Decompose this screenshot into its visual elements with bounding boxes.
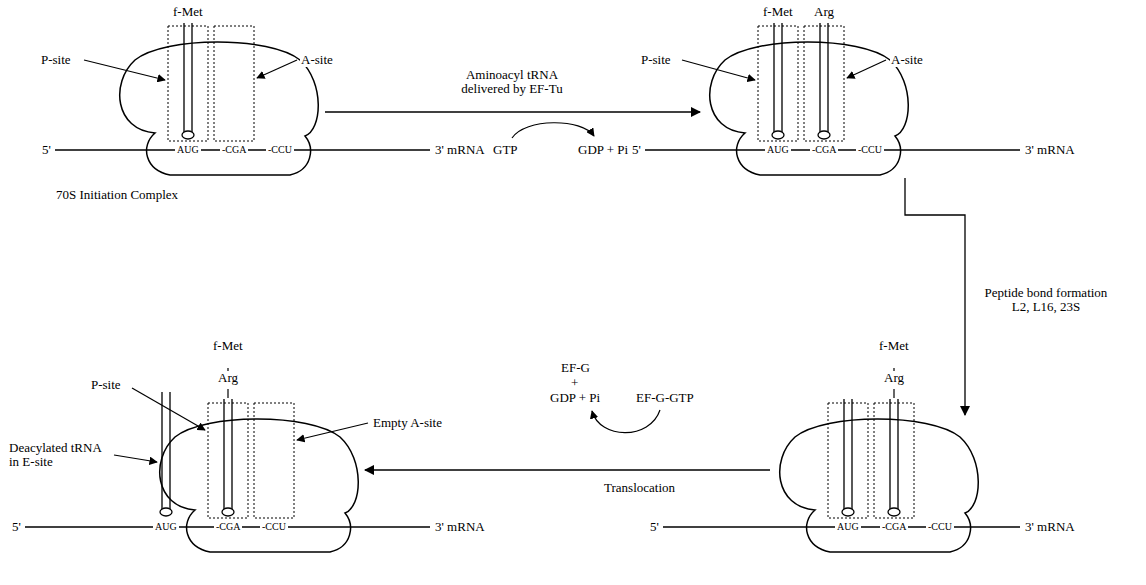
anticodon-loop <box>842 508 854 516</box>
leader-line <box>114 455 157 462</box>
trna <box>820 23 828 136</box>
site-label: Deacylated tRNA in E-site <box>8 441 110 469</box>
trna <box>890 399 898 513</box>
caption-text: 70S Initiation Complex <box>55 188 179 202</box>
codon: -CCU <box>260 521 288 533</box>
codon: -CCU <box>266 144 294 156</box>
codon: -CGA <box>880 521 908 533</box>
strand-end: 3' mRNA <box>434 520 486 534</box>
amino-acid: Arg <box>813 5 835 19</box>
anticodon-loop <box>818 131 830 139</box>
ribosome-outline <box>700 38 915 178</box>
ribosome-outline <box>770 415 985 555</box>
anticodon-loop <box>222 508 234 516</box>
trna <box>184 23 192 136</box>
codon: AUG <box>835 521 861 533</box>
trna <box>844 399 852 513</box>
reaction-arrow <box>325 111 700 112</box>
strand-end: 5' <box>649 520 660 534</box>
leader-line <box>84 60 165 80</box>
amino-acid: f-Met <box>172 5 204 19</box>
ribosome: AUG -CGA -CCU <box>110 38 325 178</box>
site-label: P-site <box>640 53 672 67</box>
anticodon-loop <box>160 508 172 516</box>
strand-end: 5' <box>631 143 642 157</box>
peptide-bond <box>893 389 894 398</box>
site-label: A-site <box>890 53 924 67</box>
factor-name: EF-G <box>560 361 591 375</box>
amino-acid: f-Met <box>212 339 244 353</box>
step-label: Peptide bond formation L2, L16, 23S <box>975 286 1117 314</box>
site-label: Empty A-site <box>372 416 443 430</box>
amino-acid: Arg <box>217 371 239 385</box>
codon: -CGA <box>810 144 838 156</box>
codon: -CCU <box>856 144 884 156</box>
gtp-curve <box>592 410 660 433</box>
ribosome: -CGA -CCU <box>150 415 365 555</box>
leader-line <box>847 60 886 78</box>
nucleotide: GDP + Pi <box>577 143 629 157</box>
site-label: P-site <box>40 53 72 67</box>
trna <box>224 399 232 513</box>
codon: -CCU <box>926 521 954 533</box>
trna <box>774 23 782 136</box>
ribosome: AUG -CGA -CCU <box>770 415 985 555</box>
reaction-arrow <box>905 178 965 415</box>
step-label: Translocation <box>603 481 676 495</box>
strand-end: 5' <box>11 520 22 534</box>
codon: AUG <box>765 144 791 156</box>
leader-line <box>132 388 205 430</box>
site-label: P-site <box>90 378 122 392</box>
anticodon-loop <box>888 508 900 516</box>
leader-line <box>257 60 297 78</box>
site-label: A-site <box>300 53 334 67</box>
amino-acid: Arg <box>883 371 905 385</box>
nucleotide: GDP + Pi <box>549 391 601 405</box>
ribosome: AUG -CGA -CCU <box>700 38 915 178</box>
strand-end: 3' mRNA <box>434 143 486 157</box>
reaction-arrow <box>365 469 770 470</box>
plus-sign: + <box>570 376 579 390</box>
gtp-curve <box>512 123 594 138</box>
factor-name: EF-G-GTP <box>635 391 695 405</box>
ribosome-outline <box>150 415 365 555</box>
leader-line <box>682 60 755 80</box>
strand-end: 3' mRNA <box>1024 143 1076 157</box>
strand-end: 5' <box>41 143 52 157</box>
strand-end: 3' mRNA <box>1024 520 1076 534</box>
peptide-bond <box>227 389 228 398</box>
amino-acid: f-Met <box>878 339 910 353</box>
codon: AUG <box>175 144 201 156</box>
anticodon-loop <box>772 131 784 139</box>
codon: -CGA <box>214 521 242 533</box>
step-label: Aminoacyl tRNA delivered by EF-Tu <box>446 68 578 96</box>
anticodon-loop <box>182 131 194 139</box>
amino-acid: f-Met <box>762 5 794 19</box>
nucleotide: GTP <box>492 143 519 157</box>
ribosome-outline <box>110 38 325 178</box>
codon: AUG <box>153 521 179 533</box>
codon: -CGA <box>220 144 248 156</box>
